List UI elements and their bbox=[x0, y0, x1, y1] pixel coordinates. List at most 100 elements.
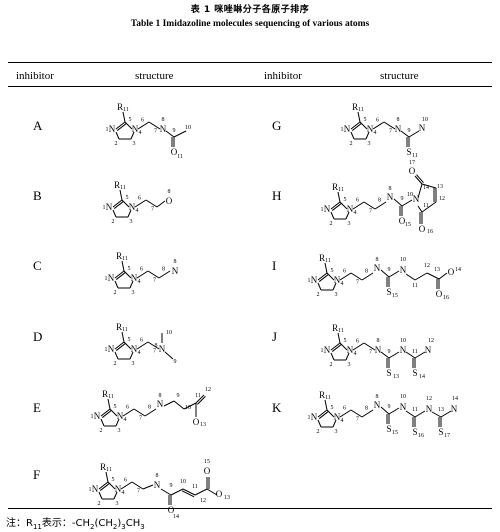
bond bbox=[173, 400, 185, 410]
bond bbox=[147, 341, 160, 350]
atom-label: N bbox=[311, 275, 318, 285]
atom-number: 9 bbox=[388, 404, 391, 410]
atom-label: N bbox=[106, 202, 113, 212]
atom-number: 5 bbox=[126, 195, 129, 201]
atom-number: 9 bbox=[170, 483, 173, 489]
footnote-sub-3a: 3 bbox=[121, 523, 126, 531]
atom-number: 10 bbox=[400, 338, 406, 344]
bond bbox=[98, 491, 103, 500]
atom-number: 8 bbox=[162, 267, 165, 273]
atom-number: 15 bbox=[392, 293, 398, 299]
bond bbox=[115, 343, 126, 351]
bond bbox=[165, 130, 175, 138]
atom-number: 9 bbox=[401, 196, 404, 202]
atom-number: 4 bbox=[124, 417, 127, 423]
bond bbox=[345, 211, 350, 220]
atom-number: 10 bbox=[400, 257, 406, 263]
atom-number: 8 bbox=[378, 198, 381, 204]
atom-number: 12 bbox=[439, 196, 445, 202]
atom-label: S bbox=[406, 147, 411, 157]
atom-number: 5 bbox=[344, 197, 347, 203]
atom-number: 7 bbox=[151, 207, 154, 213]
atom-label: N bbox=[387, 192, 394, 202]
atom-label: N bbox=[172, 266, 179, 276]
atom-number: 2 bbox=[317, 429, 320, 435]
atom-number: 6 bbox=[141, 118, 144, 124]
bond bbox=[114, 341, 125, 350]
atom-number: 7 bbox=[369, 209, 372, 215]
bond bbox=[98, 481, 109, 490]
atom-label: O bbox=[204, 466, 211, 476]
atom-number: 8 bbox=[397, 117, 400, 123]
atom-label: N bbox=[311, 412, 318, 422]
atom-label: O bbox=[399, 216, 406, 226]
inhibitor-label-h: H bbox=[272, 188, 282, 203]
atom-number: 1 bbox=[308, 278, 311, 284]
atom-number: 9 bbox=[173, 128, 176, 134]
header-structure-left: structure bbox=[135, 70, 174, 82]
bond bbox=[331, 203, 342, 211]
r11-substituent: R11 bbox=[319, 253, 331, 264]
bond bbox=[330, 211, 335, 220]
atom-number: 2 bbox=[98, 501, 101, 507]
atom-number: 7 bbox=[389, 129, 392, 135]
atom-number: 1 bbox=[105, 276, 108, 282]
bond bbox=[380, 351, 390, 359]
bond bbox=[158, 270, 171, 279]
atom-number: 2 bbox=[330, 221, 333, 227]
bond bbox=[197, 396, 206, 405]
atom-label: O bbox=[166, 196, 173, 206]
atom-label: N bbox=[324, 204, 331, 214]
bond bbox=[119, 189, 123, 201]
atom-number: 4 bbox=[354, 210, 357, 216]
atom-number: 5 bbox=[364, 117, 367, 123]
atom-number: 3 bbox=[335, 429, 338, 435]
atom-number: 8 bbox=[168, 189, 171, 195]
bond bbox=[357, 111, 361, 123]
bond bbox=[114, 280, 119, 289]
bond bbox=[147, 270, 160, 279]
bond bbox=[156, 200, 166, 208]
atom-number: 17 bbox=[444, 433, 450, 439]
atom-label: S bbox=[386, 368, 391, 378]
footnote: 注：R11表示：-CH2(CH2)3CH3 bbox=[6, 514, 145, 531]
atom-number: 8 bbox=[365, 406, 368, 412]
inhibitor-label-i: I bbox=[272, 258, 277, 273]
atom-number: 13 bbox=[434, 267, 440, 273]
r11-substituent: R11 bbox=[116, 251, 128, 262]
bond bbox=[438, 272, 448, 280]
footnote-prefix: 注：R bbox=[6, 518, 33, 529]
atom-number: 9 bbox=[408, 128, 411, 134]
atom-number: 10 bbox=[185, 125, 191, 131]
bond bbox=[206, 488, 218, 496]
atom-label: O bbox=[193, 417, 200, 427]
bond bbox=[350, 121, 361, 130]
bond bbox=[112, 209, 117, 218]
bond bbox=[318, 411, 329, 419]
atom-number: 2 bbox=[317, 292, 320, 298]
bond bbox=[148, 121, 161, 130]
table-caption-en: Table 1 Imidazoline molecules sequencing… bbox=[130, 19, 370, 29]
r11-substituent: R11 bbox=[100, 462, 112, 473]
bond bbox=[136, 341, 149, 350]
atom-number: 6 bbox=[356, 198, 359, 204]
atom-label: N bbox=[347, 345, 354, 355]
bond bbox=[133, 408, 146, 417]
atom-label: N bbox=[400, 402, 407, 412]
bond bbox=[318, 274, 329, 282]
atom-number: 3 bbox=[348, 362, 351, 368]
atom-number: 17 bbox=[409, 160, 415, 166]
atom-number: 12 bbox=[205, 387, 211, 393]
bond bbox=[324, 399, 328, 411]
atom-label: N bbox=[395, 124, 402, 134]
bond bbox=[352, 342, 365, 351]
atom-number: 3 bbox=[335, 292, 338, 298]
atom-number: 11 bbox=[412, 349, 418, 355]
footnote-mid4: CH bbox=[125, 518, 141, 529]
atom-label: N bbox=[451, 404, 458, 414]
r11-substituent: R11 bbox=[332, 323, 344, 334]
